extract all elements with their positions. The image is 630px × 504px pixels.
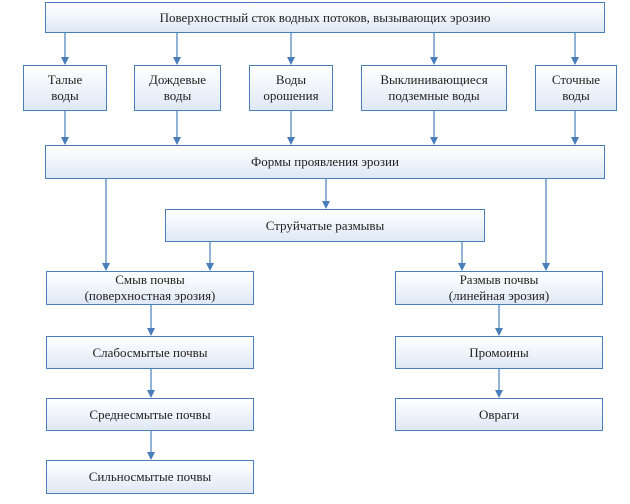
gullies-small-label: Промоины bbox=[469, 344, 529, 360]
sheet-erosion-label: Смыв почвы (поверхностная эрозия) bbox=[84, 272, 216, 303]
source-box-melt-water: Талые воды bbox=[23, 65, 107, 111]
linear-erosion-label: Размыв почвы (линейная эрозия) bbox=[448, 272, 550, 303]
severely-eroded-label: Сильносмытые почвы bbox=[88, 469, 212, 484]
surface-runoff-label: Поверхностный сток водных потоков, вызыв… bbox=[159, 9, 491, 25]
moderately-eroded-label: Среднесмытые почвы bbox=[89, 406, 211, 422]
source-box-groundwater: Выклинивающиеся подземные воды bbox=[361, 65, 507, 111]
erosion-forms-box: Формы проявления эрозии bbox=[45, 145, 605, 179]
sheet-erosion-box: Смыв почвы (поверхностная эрозия) bbox=[46, 271, 254, 305]
rill-erosion-box: Струйчатые размывы bbox=[165, 209, 485, 242]
slightly-eroded-label: Слабосмытые почвы bbox=[92, 344, 208, 360]
source-label-waste-water: Сточные воды bbox=[551, 72, 601, 103]
source-label-groundwater: Выклинивающиеся подземные воды bbox=[380, 72, 488, 103]
ravines-box: Овраги bbox=[395, 398, 603, 431]
gullies-small-box: Промоины bbox=[395, 336, 603, 369]
surface-runoff-box: Поверхностный сток водных потоков, вызыв… bbox=[45, 2, 605, 33]
severely-eroded-box: Сильносмытые почвы bbox=[46, 460, 254, 494]
source-label-rain-water: Дождевые воды bbox=[148, 72, 207, 103]
slightly-eroded-box: Слабосмытые почвы bbox=[46, 336, 254, 369]
rill-erosion-label: Струйчатые размывы bbox=[265, 217, 385, 233]
source-label-melt-water: Талые воды bbox=[47, 72, 83, 103]
erosion-forms-label: Формы проявления эрозии bbox=[251, 154, 399, 169]
linear-erosion-box: Размыв почвы (линейная эрозия) bbox=[395, 271, 603, 305]
ravines-label: Овраги bbox=[478, 406, 520, 422]
source-box-waste-water: Сточные воды bbox=[535, 65, 617, 111]
source-box-rain-water: Дождевые воды bbox=[134, 65, 221, 111]
source-box-irrigation-water: Воды орошения bbox=[249, 65, 333, 111]
moderately-eroded-box: Среднесмытые почвы bbox=[46, 398, 254, 431]
source-label-irrigation-water: Воды орошения bbox=[263, 72, 319, 103]
